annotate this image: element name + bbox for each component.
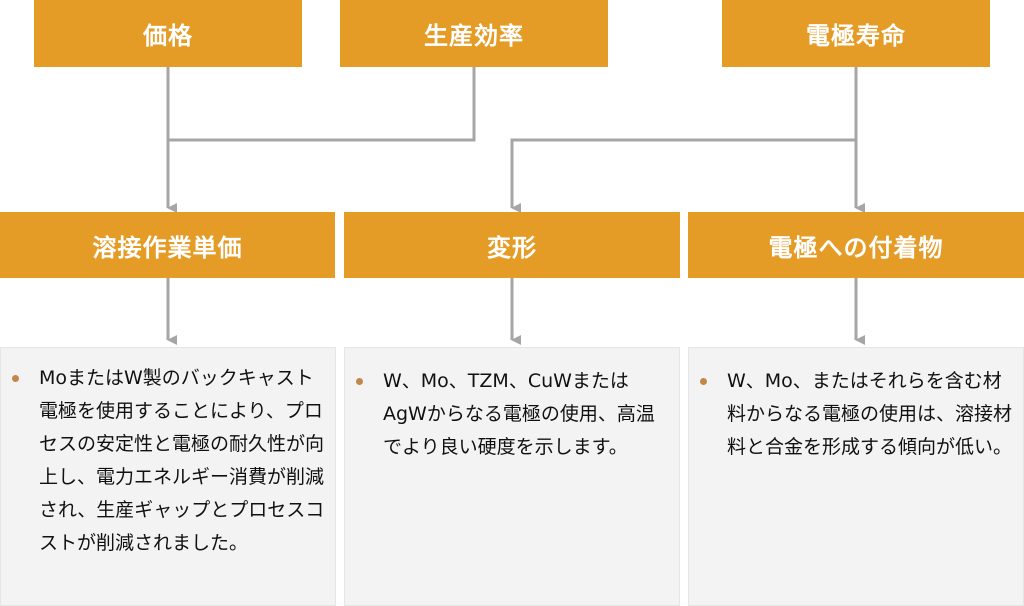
card-unit-cost-text: MoまたはW製のバックキャスト電極を使用することにより、プロセスの安定性と電極の… bbox=[39, 367, 325, 554]
box-production-efficiency: 生産効率 bbox=[340, 0, 608, 67]
box-deformation: 変形 bbox=[344, 212, 680, 278]
box-adhesion: 電極への付着物 bbox=[688, 212, 1024, 278]
connector-production-efficiency bbox=[168, 67, 476, 142]
card-deformation-text: W、Mo、TZM、CuWまたはAgWからなる電極の使用、高温でより良い硬度を示し… bbox=[383, 370, 655, 458]
bullet-icon bbox=[12, 375, 19, 382]
card-adhesion-text: W、Mo、またはそれらを含む材料からなる電極の使用は、溶接材料と合金を形成する傾… bbox=[727, 370, 1013, 458]
box-production-efficiency-label: 生産効率 bbox=[424, 22, 524, 50]
box-electrode-life-label: 電極寿命 bbox=[806, 22, 906, 50]
card-unit-cost: MoまたはW製のバックキャスト電極を使用することにより、プロセスの安定性と電極の… bbox=[0, 347, 336, 606]
bullet-icon bbox=[356, 378, 363, 385]
card-deformation: W、Mo、TZM、CuWまたはAgWからなる電極の使用、高温でより良い硬度を示し… bbox=[344, 347, 680, 606]
box-deformation-label: 変形 bbox=[487, 233, 537, 262]
card-adhesion: W、Mo、またはそれらを含む材料からなる電極の使用は、溶接材料と合金を形成する傾… bbox=[688, 347, 1024, 606]
box-price-label: 価格 bbox=[143, 22, 193, 50]
box-electrode-life: 電極寿命 bbox=[722, 0, 990, 67]
box-unit-cost: 溶接作業単価 bbox=[0, 212, 335, 278]
box-adhesion-label: 電極への付着物 bbox=[768, 233, 944, 262]
bullet-icon bbox=[700, 378, 707, 385]
box-unit-cost-label: 溶接作業単価 bbox=[92, 233, 243, 262]
box-price: 価格 bbox=[34, 0, 302, 67]
arrow-to-deformation bbox=[510, 138, 856, 213]
